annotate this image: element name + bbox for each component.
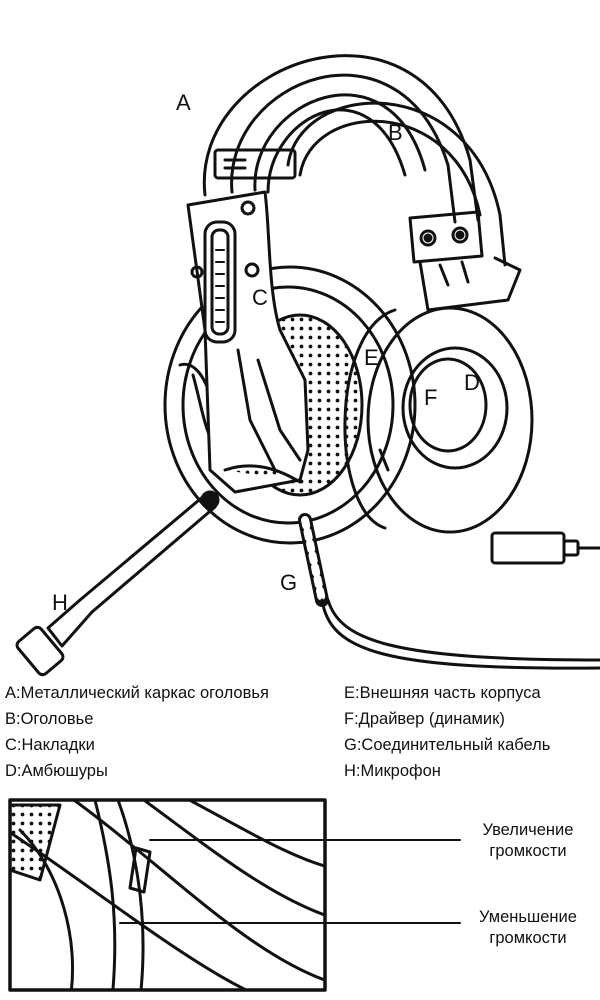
volume-inset [8, 798, 461, 992]
legend-item-a: A:Металлический каркас оголовья [5, 684, 269, 702]
microphone [15, 490, 220, 677]
callout-a: A [176, 90, 191, 115]
volume-up-label: Увеличение громкости [482, 821, 574, 860]
callout-b: B [388, 120, 403, 145]
callout-g: G [280, 570, 297, 595]
slider-housing [186, 190, 310, 494]
headband-frame [202, 54, 480, 224]
connection-cable [298, 513, 600, 670]
right-ear-cup [343, 306, 534, 534]
legend-item-g: G:Соединительный кабель [344, 736, 551, 754]
callout-d: D [464, 370, 480, 395]
headband [213, 101, 507, 267]
legend-item-d: D:Амбюшуры [5, 762, 108, 780]
legend-item-e: E:Внешняя часть корпуса [344, 684, 541, 702]
callout-f: F [424, 385, 437, 410]
legend-item-f: F:Драйвер (динамик) [344, 710, 505, 728]
callout-h: H [52, 590, 68, 615]
callout-e: E [364, 345, 379, 370]
callout-c: C [252, 285, 268, 310]
legend-right: E:Внешняя часть корпуса F:Драйвер (динам… [344, 680, 550, 784]
legend-left: A:Металлический каркас оголовья B:Оголов… [5, 680, 269, 784]
legend-item-b: B:Оголовье [5, 710, 94, 728]
legend-item-c: C:Накладки [5, 736, 95, 754]
adjust-bracket [408, 210, 522, 312]
volume-down-label: Уменьшение громкости [479, 908, 577, 947]
legend-item-h: H:Микрофон [344, 762, 441, 780]
